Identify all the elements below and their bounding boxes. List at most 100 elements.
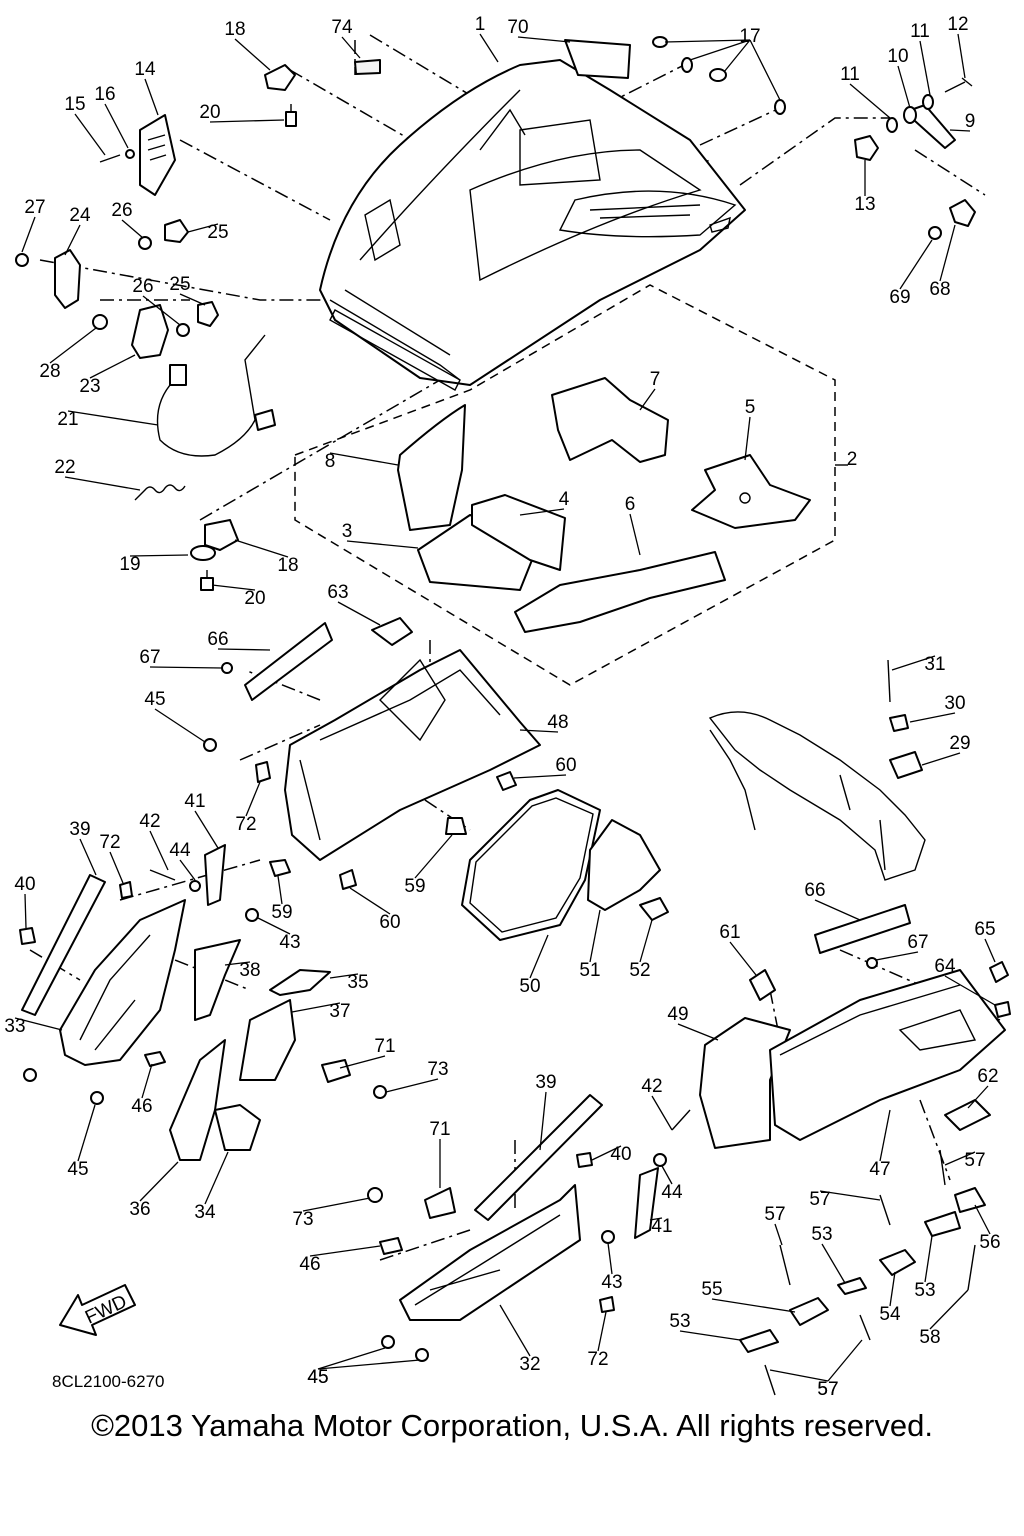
leader-line-72 bbox=[597, 1311, 607, 1352]
leader-line-11 bbox=[919, 40, 931, 96]
leader-line-33 bbox=[14, 1017, 63, 1031]
clip-part-18-top bbox=[264, 64, 296, 91]
leader-line-45 bbox=[317, 1347, 386, 1370]
leader-line-47 bbox=[879, 1109, 891, 1162]
leader-line-57 bbox=[769, 1369, 829, 1382]
leader-line-40 bbox=[591, 1145, 622, 1161]
decal-part-70 bbox=[564, 39, 631, 79]
washer-part-26-upper bbox=[138, 236, 152, 250]
leader-line-53 bbox=[679, 1330, 741, 1341]
strip-part-66-upper bbox=[244, 622, 333, 701]
pad-part-4 bbox=[471, 494, 566, 571]
leader-line-25 bbox=[187, 223, 219, 233]
callout-51: 51 bbox=[579, 960, 600, 981]
callout-47: 47 bbox=[869, 1159, 890, 1180]
cable-part-21 bbox=[156, 334, 266, 457]
leader-line-18 bbox=[234, 38, 271, 71]
callout-67: 67 bbox=[139, 647, 160, 668]
leader-line-7 bbox=[639, 388, 656, 411]
leader-line-56 bbox=[974, 1204, 991, 1235]
clip-part-30 bbox=[889, 714, 909, 732]
washer-part-44-lower bbox=[653, 1153, 667, 1167]
callout-60: 60 bbox=[379, 912, 400, 933]
parts-diagram: FWD 8CL2100-6270 12345678910111112131415… bbox=[4, 14, 1011, 1400]
leader-line-67 bbox=[149, 666, 223, 669]
leader-line-59 bbox=[277, 875, 283, 905]
leader-line-8 bbox=[329, 452, 399, 466]
leader-line-60 bbox=[513, 774, 567, 779]
callout-73: 73 bbox=[292, 1209, 313, 1230]
leader-line-72 bbox=[109, 851, 124, 884]
bolt-part-45-left-a bbox=[23, 1068, 37, 1082]
pin-part-42-lower bbox=[671, 1109, 691, 1131]
leader-line-73 bbox=[302, 1197, 371, 1212]
leader-line-21 bbox=[67, 410, 159, 426]
leader-line-6 bbox=[629, 513, 641, 556]
callout-25: 25 bbox=[169, 274, 190, 295]
cap-part-53-a bbox=[837, 1277, 867, 1295]
callout-57: 57 bbox=[764, 1204, 785, 1225]
leader-line-3 bbox=[346, 540, 419, 549]
strip-part-39-lower bbox=[474, 1094, 603, 1221]
leader-line-69 bbox=[899, 239, 933, 290]
nut-part-13 bbox=[854, 135, 879, 161]
leader-line-40 bbox=[24, 893, 27, 929]
leader-line-60 bbox=[349, 887, 391, 915]
leader-line-62 bbox=[967, 1085, 989, 1109]
leader-line-10 bbox=[897, 65, 911, 109]
leader-line-53 bbox=[821, 1243, 846, 1284]
leader-line-58 bbox=[929, 1289, 969, 1330]
cap-part-53-c bbox=[924, 1211, 961, 1237]
leader-line-66 bbox=[814, 899, 861, 921]
nut-part-25-lower bbox=[197, 301, 219, 327]
bracket-part-38 bbox=[194, 939, 241, 1021]
leader-line-57 bbox=[819, 1190, 881, 1201]
callout-72: 72 bbox=[235, 814, 256, 835]
rivet-part-57-c bbox=[939, 1149, 946, 1186]
callout-70: 70 bbox=[507, 17, 528, 38]
diagram-code: 8CL2100-6270 bbox=[52, 1372, 164, 1391]
panel-part-37 bbox=[239, 999, 296, 1081]
washer-part-69 bbox=[928, 226, 942, 240]
leader-line-43 bbox=[257, 917, 291, 935]
clip-part-67-lower bbox=[866, 957, 878, 969]
callout-72: 72 bbox=[99, 832, 120, 853]
leader-line-68 bbox=[939, 224, 956, 282]
panel-part-36 bbox=[169, 1039, 226, 1161]
leader-line-46 bbox=[141, 1063, 153, 1099]
callout-8: 8 bbox=[325, 451, 336, 472]
leader-line-71 bbox=[339, 1055, 386, 1069]
leader-line-15 bbox=[74, 113, 106, 156]
pad-part-6 bbox=[514, 551, 726, 633]
leader-line-25 bbox=[179, 293, 206, 306]
leader-line-1 bbox=[479, 33, 499, 63]
leader-line-50 bbox=[529, 934, 549, 979]
grommet-part-59-left bbox=[269, 859, 291, 877]
leader-line-34 bbox=[204, 1151, 229, 1205]
panel-part-48 bbox=[284, 649, 541, 861]
callout-38: 38 bbox=[239, 960, 260, 981]
panel-part-33 bbox=[59, 899, 186, 1066]
callout-14: 14 bbox=[134, 59, 156, 80]
bolt-part-45-upper bbox=[203, 738, 217, 752]
callout-21: 21 bbox=[57, 409, 78, 430]
callout-67: 67 bbox=[907, 932, 928, 953]
callout-12: 12 bbox=[947, 14, 968, 35]
pad-part-8 bbox=[397, 404, 466, 531]
nut-part-60-lower bbox=[339, 869, 357, 890]
callout-42: 42 bbox=[139, 811, 160, 832]
decal-part-74 bbox=[354, 59, 381, 75]
leader-line-41 bbox=[194, 810, 219, 849]
plate-part-14 bbox=[139, 114, 176, 196]
leader-line-61 bbox=[729, 941, 757, 976]
screw-part-20-top bbox=[285, 104, 297, 127]
bracket-part-23 bbox=[131, 304, 169, 359]
leader-line-73 bbox=[385, 1078, 439, 1093]
leader-line-26 bbox=[142, 295, 181, 326]
leader-line-28 bbox=[49, 327, 97, 364]
callout-10: 10 bbox=[887, 46, 908, 67]
cable-end-part-21 bbox=[169, 364, 187, 386]
callout-2: 2 bbox=[847, 449, 858, 470]
leader-line-14 bbox=[144, 78, 159, 116]
